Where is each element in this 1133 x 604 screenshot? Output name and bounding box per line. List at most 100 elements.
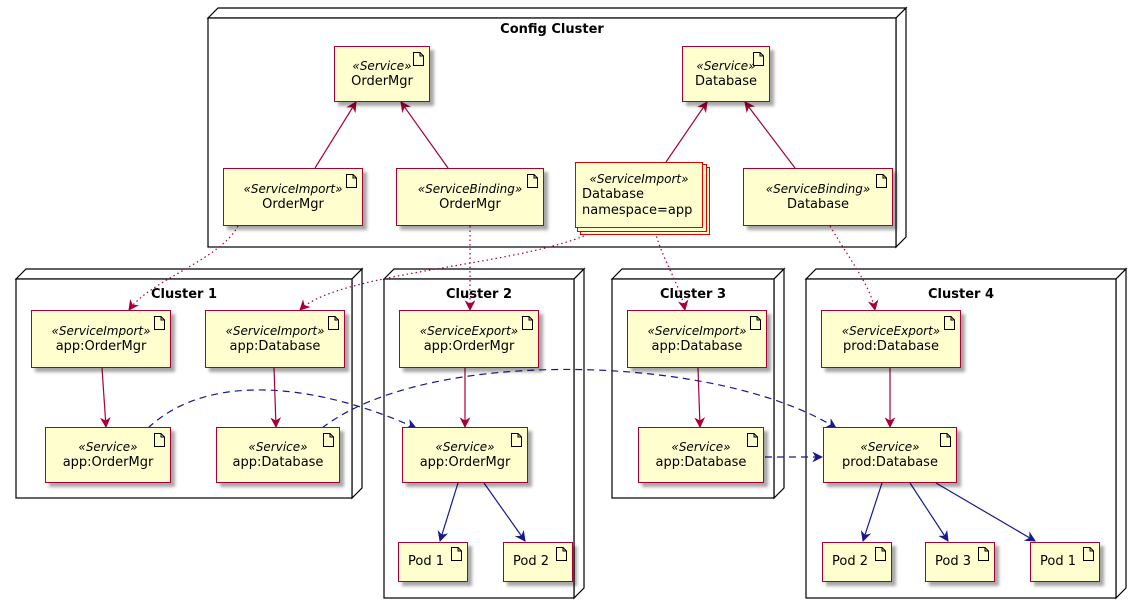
edge-import-database-to-service <box>665 101 708 163</box>
document-icon <box>346 174 357 188</box>
config-ordermgr-service-node: «Service» OrderMgr <box>334 46 430 102</box>
node-name: OrderMgr <box>262 196 324 212</box>
c2-ordermgr-serviceexport-node: «ServiceExport» app:OrderMgr <box>399 310 539 368</box>
document-icon <box>413 52 424 66</box>
edge-c2-service-to-pod1 <box>437 482 459 543</box>
document-icon <box>154 433 165 447</box>
node-stereotype: «ServiceBinding» <box>417 181 523 196</box>
node-stereotype: «ServiceImport» <box>225 323 325 338</box>
node-name: Database <box>582 186 645 202</box>
edge-c3-import-to-service <box>694 367 706 429</box>
edge-c2-service-to-pod2 <box>483 482 526 542</box>
c1-ordermgr-serviceimport-node: «ServiceImport» app:OrderMgr <box>31 310 171 368</box>
document-icon <box>154 316 165 330</box>
edge-c4-service-to-pod2 <box>860 482 883 543</box>
node-name: app:Database <box>651 338 743 354</box>
node-name: app:Database <box>655 454 747 470</box>
c2-pod-1-node: Pod 1 <box>398 542 468 582</box>
c2-pod-2-node: Pod 2 <box>503 542 573 582</box>
document-icon <box>978 547 989 561</box>
node-name: Pod 1 <box>1040 554 1076 569</box>
node-stereotype: «Service» <box>352 58 412 73</box>
edge-dotted-config-to-c1-database <box>299 227 601 311</box>
node-name: app:Database <box>232 454 324 470</box>
config-database-serviceimport-node: «ServiceImport» Database namespace=app <box>575 162 703 228</box>
edge-c1-import-database-to-service <box>270 367 282 429</box>
node-name: Pod 3 <box>935 554 971 569</box>
config-ordermgr-serviceimport-node: «ServiceImport» OrderMgr <box>223 168 363 226</box>
document-icon <box>527 174 538 188</box>
cluster-2-title: Cluster 2 <box>446 287 512 302</box>
edge-import-ordermgr-to-service <box>314 101 357 169</box>
document-icon <box>451 547 462 561</box>
document-icon <box>328 316 339 330</box>
node-stereotype: «Service» <box>435 439 495 454</box>
edge-c4-service-to-pod1 <box>935 482 1036 542</box>
document-icon <box>876 174 887 188</box>
node-name: OrderMgr <box>351 73 413 89</box>
node-stereotype: «Service» <box>860 439 920 454</box>
edge-c1-ordermgr-to-c2-ordermgr <box>147 389 417 429</box>
edge-dotted-config-to-c1-ordermgr <box>128 225 239 311</box>
edge-binding-database-to-service <box>744 101 796 169</box>
node-name: prod:Database <box>842 454 938 470</box>
node-name: app:OrderMgr <box>423 338 515 354</box>
c3-database-service-node: «Service» app:Database <box>638 427 764 483</box>
node-stereotype: «ServiceImport» <box>51 323 151 338</box>
node-stereotype: «ServiceExport» <box>841 323 941 338</box>
edge-c4-service-to-pod3 <box>909 482 949 542</box>
node-stereotype: «ServiceImport» <box>243 181 343 196</box>
document-icon <box>944 316 955 330</box>
node-name: app:OrderMgr <box>55 338 147 354</box>
config-ordermgr-servicebinding-node: «ServiceBinding» OrderMgr <box>396 168 544 226</box>
edge-c1-database-to-c4-database <box>321 368 837 429</box>
edge-dotted-config-to-c3 <box>654 231 689 312</box>
cluster-1-title: Cluster 1 <box>151 287 217 302</box>
node-stereotype: «ServiceExport» <box>419 323 519 338</box>
c3-database-serviceimport-node: «ServiceImport» app:Database <box>627 310 767 368</box>
c4-pod-3-node: Pod 3 <box>925 542 995 582</box>
document-icon <box>323 433 334 447</box>
document-icon <box>750 316 761 330</box>
node-stereotype: «ServiceBinding» <box>765 181 871 196</box>
node-stereotype: «Service» <box>671 439 731 454</box>
node-stereotype: «Service» <box>78 439 138 454</box>
node-name: OrderMgr <box>439 196 501 212</box>
c2-ordermgr-service-node: «Service» app:OrderMgr <box>402 427 528 483</box>
node-stereotype: «ServiceImport» <box>589 171 689 186</box>
document-icon <box>875 547 886 561</box>
document-icon <box>1083 547 1094 561</box>
c1-database-service-node: «Service» app:Database <box>216 427 340 483</box>
node-name: Database <box>786 196 850 212</box>
node-name: app:OrderMgr <box>419 454 511 470</box>
node-name: Pod 2 <box>513 554 549 569</box>
document-icon <box>511 433 522 447</box>
document-icon <box>556 547 567 561</box>
node-name: app:OrderMgr <box>62 454 154 470</box>
config-database-service-node: «Service» Database <box>682 46 770 102</box>
document-icon <box>522 316 533 330</box>
node-stereotype: «Service» <box>696 58 756 73</box>
edge-binding-ordermgr-to-service <box>400 101 449 169</box>
document-icon <box>753 52 764 66</box>
node-namespace: namespace=app <box>582 202 693 218</box>
c4-database-service-node: «Service» prod:Database <box>823 427 957 483</box>
node-stereotype: «ServiceImport» <box>647 323 747 338</box>
node-name: Database <box>694 73 758 89</box>
node-name: Pod 1 <box>408 554 444 569</box>
c4-pod-2-node: Pod 2 <box>822 542 892 582</box>
node-name: app:Database <box>229 338 321 354</box>
node-name: prod:Database <box>843 338 939 354</box>
c1-database-serviceimport-node: «ServiceImport» app:Database <box>205 310 345 368</box>
node-stereotype: «Service» <box>248 439 308 454</box>
document-icon <box>940 433 951 447</box>
config-database-servicebinding-node: «ServiceBinding» Database <box>743 168 893 226</box>
document-icon <box>747 433 758 447</box>
c1-ordermgr-service-node: «Service» app:OrderMgr <box>45 427 171 483</box>
cluster-3-title: Cluster 3 <box>660 287 726 302</box>
c4-pod-1-node: Pod 1 <box>1030 542 1100 582</box>
edge-c1-import-ordermgr-to-service <box>99 367 111 429</box>
c4-database-serviceexport-node: «ServiceExport» prod:Database <box>821 310 961 368</box>
node-name: Pod 2 <box>832 554 868 569</box>
